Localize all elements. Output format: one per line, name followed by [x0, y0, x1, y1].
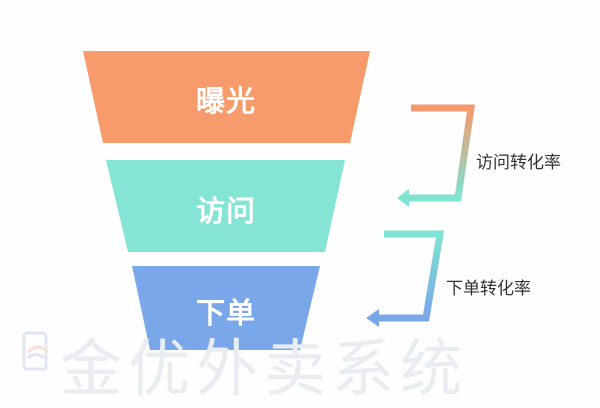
watermark-logo-icon — [22, 331, 50, 371]
funnel-stage-exposure — [83, 51, 370, 143]
stage-label-visit: 访问 — [195, 194, 256, 228]
conversion-label-visit: 访问转化率 — [476, 153, 561, 173]
stage-label-exposure: 曝光 — [195, 84, 256, 118]
conversion-arrow-icon-order — [366, 230, 445, 327]
stage-label-order: 下单 — [195, 296, 256, 330]
watermark-text: 金优外卖系统 — [60, 332, 469, 405]
conversion-label-order: 下单转化率 — [446, 279, 531, 299]
funnel-stage-order — [132, 266, 320, 350]
funnel-stage-visit — [106, 160, 345, 252]
conversion-arrow-icon-visit — [397, 104, 476, 207]
